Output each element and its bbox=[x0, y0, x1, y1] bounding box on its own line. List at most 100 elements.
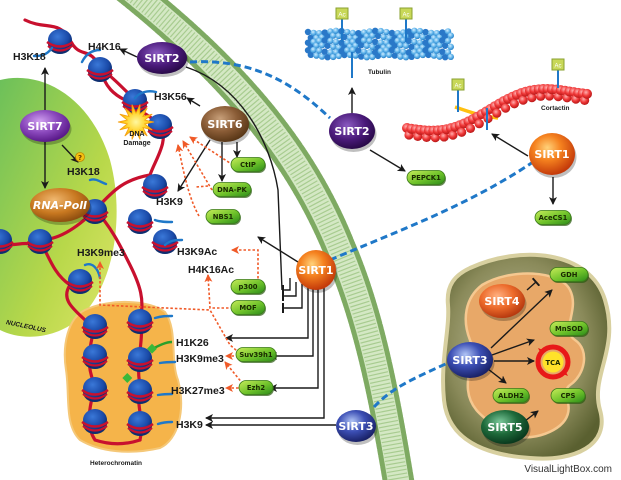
tubulin-bead bbox=[380, 33, 387, 41]
tubulin-bead bbox=[397, 42, 404, 49]
nucleosome bbox=[0, 229, 14, 254]
tubulin-bead bbox=[363, 42, 370, 49]
tubulin-bead bbox=[444, 37, 452, 45]
mark-h4k16: H4K16 bbox=[88, 41, 121, 53]
tubulin-bead bbox=[447, 32, 454, 39]
mark-h3k9-a: H3K9 bbox=[156, 196, 183, 208]
node-sirt2-cytoplasmic[interactable]: SIRT2 bbox=[329, 113, 377, 152]
target-aldh2[interactable]: ALDH2 bbox=[492, 388, 530, 405]
nucleosome bbox=[126, 379, 154, 404]
tubulin-bead bbox=[313, 52, 320, 59]
acetyl-tag: Ac bbox=[335, 7, 349, 42]
target-cps[interactable]: CPS bbox=[550, 388, 586, 405]
tubulin-bead bbox=[366, 37, 373, 45]
node-sirt1-cytoplasmic[interactable]: SIRT1 bbox=[529, 133, 577, 178]
tubulin-bead bbox=[372, 27, 379, 35]
node-label: RNA-PolI bbox=[33, 199, 87, 212]
tubulin-bead bbox=[416, 39, 424, 46]
node-sirt3-nuclear[interactable]: SIRT3 bbox=[336, 410, 378, 445]
node-sirt5[interactable]: SIRT5 bbox=[481, 410, 531, 447]
cortactin-bead bbox=[483, 113, 493, 124]
unknown-marker-icon: ? bbox=[75, 152, 85, 162]
tubulin-bead bbox=[318, 42, 326, 49]
tubulin-bead bbox=[374, 32, 382, 40]
tubulin-bead bbox=[374, 52, 382, 60]
node-sirt6[interactable]: SIRT6 bbox=[201, 106, 251, 145]
nucleosome bbox=[126, 309, 154, 334]
sirt2-translocation bbox=[189, 60, 332, 120]
mark-h3k9-b: H3K9 bbox=[176, 419, 203, 431]
cortactin-filament bbox=[402, 84, 592, 143]
tubulin-bead bbox=[307, 51, 314, 59]
target-p300[interactable]: p300 bbox=[230, 279, 266, 296]
tubulin-bead bbox=[372, 38, 379, 46]
nucleosome bbox=[66, 269, 94, 294]
node-label: SIRT1 bbox=[298, 264, 333, 277]
svg-text:?: ? bbox=[78, 154, 82, 162]
tubulin-bead bbox=[330, 53, 337, 61]
node-sirt7[interactable]: SIRT7 bbox=[20, 110, 72, 145]
tubulin-bead bbox=[349, 46, 356, 54]
target-suv39h1[interactable]: Suv39h1 bbox=[235, 347, 277, 364]
node-label: SIRT6 bbox=[207, 118, 242, 131]
target-ctip[interactable]: CtIP bbox=[230, 157, 266, 174]
tubulin-bead bbox=[430, 52, 438, 59]
node-label: SIRT7 bbox=[27, 120, 62, 133]
svg-text:Ac: Ac bbox=[338, 12, 346, 19]
target-mof[interactable]: MOF bbox=[230, 300, 266, 317]
tubulin-bead bbox=[330, 32, 337, 39]
target-label: DNA-PK bbox=[217, 186, 247, 194]
cortactin-bead bbox=[527, 93, 537, 103]
target-dnapk[interactable]: DNA-PK bbox=[212, 182, 252, 199]
node-sirt3-mitochondrial[interactable]: SIRT3 bbox=[447, 342, 495, 381]
histone-mark-labels: H3K18 H4K16 H3K56 H3K18 H3K9 H3K9me3 H3K… bbox=[13, 41, 234, 431]
node-label: SIRT4 bbox=[484, 295, 519, 308]
node-sirt4[interactable]: SIRT4 bbox=[479, 284, 527, 321]
acetyl-tag: Ac bbox=[451, 78, 465, 112]
target-gdh[interactable]: GDH bbox=[549, 267, 589, 284]
tubulin-bead bbox=[352, 52, 359, 59]
nucleosome bbox=[81, 314, 109, 339]
tubulin-bead bbox=[408, 32, 415, 39]
node-label: SIRT2 bbox=[144, 52, 179, 65]
nucleosome bbox=[121, 89, 149, 114]
tubulin-bead bbox=[447, 53, 454, 61]
tubulin-bead bbox=[397, 53, 404, 60]
node-sirt2-nuclear[interactable]: SIRT2 bbox=[137, 42, 189, 77]
target-ezh2[interactable]: Ezh2 bbox=[238, 380, 274, 397]
tubulin-bead bbox=[388, 29, 396, 37]
translocation-lines bbox=[189, 60, 537, 409]
node-rna-pol-i[interactable]: RNA-PolI bbox=[30, 188, 92, 225]
dna-damage-star-icon bbox=[117, 104, 155, 140]
tubulin-bead bbox=[436, 53, 443, 60]
node-label: SIRT3 bbox=[452, 354, 487, 367]
nucleosome bbox=[81, 344, 109, 369]
target-mnsod[interactable]: MnSOD bbox=[549, 321, 589, 338]
nucleosome bbox=[126, 347, 154, 372]
tubulin-bead bbox=[425, 51, 432, 59]
nucleosome bbox=[141, 174, 169, 199]
node-label: SIRT5 bbox=[487, 421, 522, 434]
tubulin-bead bbox=[324, 42, 331, 49]
cortactin-bead bbox=[448, 130, 458, 140]
cortactin-bead bbox=[439, 132, 449, 142]
target-label: AceCS1 bbox=[539, 214, 568, 222]
cortactin-bead bbox=[500, 103, 511, 113]
cortactin-bead bbox=[509, 99, 519, 109]
target-nbs1[interactable]: NBS1 bbox=[205, 209, 241, 226]
tubulin-bead bbox=[332, 38, 340, 46]
tca-cycle-icon[interactable]: TCA bbox=[535, 344, 571, 380]
node-sirt1-nuclear[interactable]: SIRT1 bbox=[296, 250, 338, 293]
target-pepck1[interactable]: PEPCK1 bbox=[406, 170, 446, 187]
tubulin-bead bbox=[422, 47, 429, 54]
target-acecs1[interactable]: AceCS1 bbox=[534, 210, 572, 227]
acetyl-tags: Ac Ac Ac Ac bbox=[335, 7, 565, 112]
cortactin-bead bbox=[582, 88, 592, 99]
tubulin-bead bbox=[400, 48, 407, 55]
histone-tails bbox=[32, 46, 184, 426]
tubulin-bead bbox=[428, 29, 435, 37]
mark-h3k9me3-b: H3K9me3 bbox=[176, 353, 224, 365]
tubulin-bead bbox=[439, 48, 446, 55]
tubulin-bead bbox=[383, 28, 390, 36]
tubulin-bead bbox=[321, 48, 328, 55]
